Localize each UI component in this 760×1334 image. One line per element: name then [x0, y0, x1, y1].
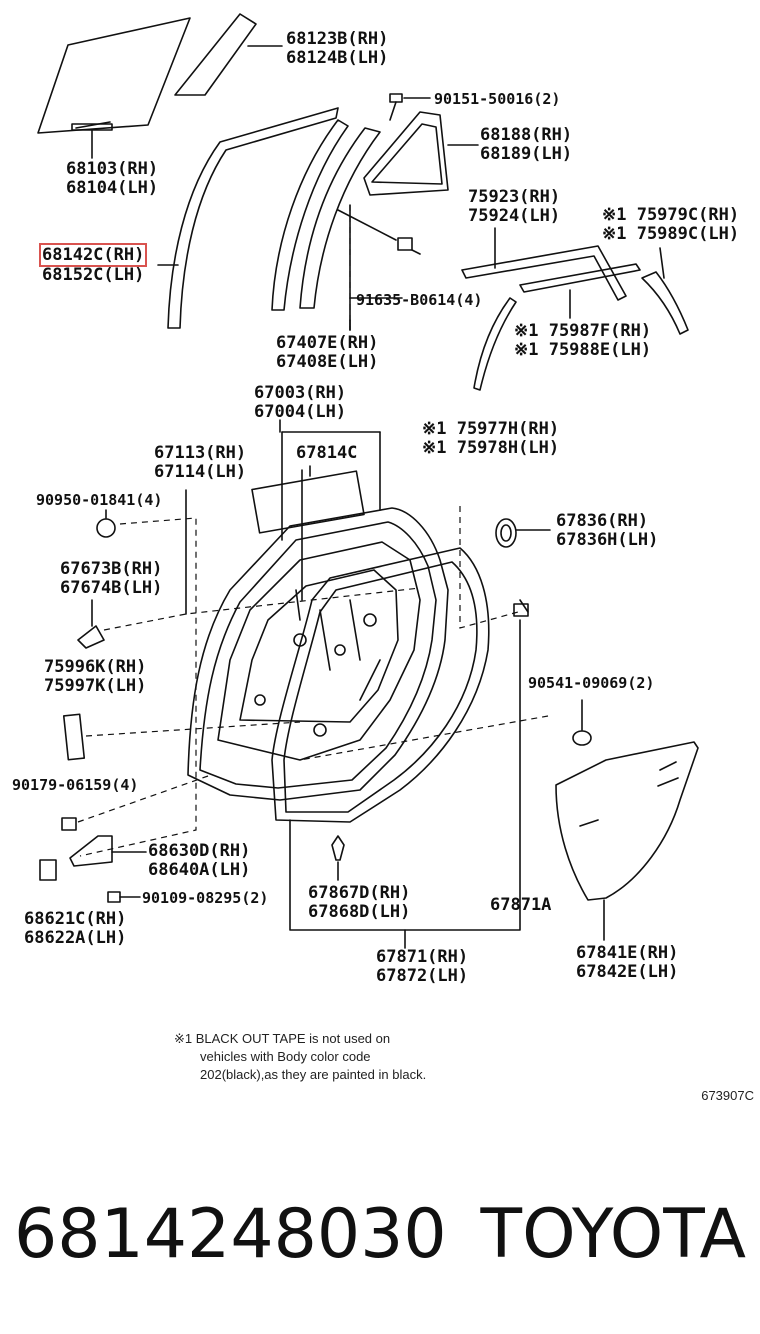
part-label-67871a[interactable]: 67871A: [490, 895, 552, 915]
tape-part: [473, 297, 517, 391]
footer: 6814248030 TOYOTA: [14, 1190, 746, 1280]
part-label-68188[interactable]: 68188(RH) 68189(LH): [480, 125, 573, 164]
hinge-part: [39, 817, 147, 903]
clip-part: [331, 835, 345, 881]
part-label-90109[interactable]: 90109-08295(2): [142, 889, 269, 907]
part-label-67003[interactable]: 67003(RH) 67004(LH): [254, 383, 347, 422]
door-panel-part: [187, 431, 449, 801]
part-label-68152c[interactable]: 68152C(LH): [42, 265, 145, 285]
part-label-90179[interactable]: 90179-06159(4): [12, 776, 139, 794]
part-label-75987f[interactable]: ※1 75987F(RH) ※1 75988E(LH): [514, 321, 652, 360]
brand-name: TOYOTA: [480, 1195, 746, 1274]
part-label-75996k[interactable]: 75996K(RH) 75997K(LH): [44, 657, 147, 696]
seal-part: [62, 713, 86, 761]
part-label-68621c[interactable]: 68621C(RH) 68622A(LH): [24, 909, 127, 948]
part-label-68123b[interactable]: 68123B(RH) 68124B(LH): [286, 29, 389, 68]
part-label-67814c[interactable]: 67814C: [296, 443, 358, 463]
part-label-67841e[interactable]: 67841E(RH) 67842E(LH): [576, 943, 679, 982]
weather-strip-part: [251, 470, 365, 534]
part-label-75923[interactable]: 75923(RH) 75924(LH): [468, 187, 561, 226]
part-number: 6814248030: [14, 1195, 447, 1274]
screw-part: [337, 209, 421, 299]
part-label-91635[interactable]: 91635-B0614(4): [356, 291, 483, 309]
trim-panel-part: [555, 741, 699, 941]
grommet-part: [495, 518, 551, 548]
tape-part: [641, 247, 689, 335]
part-label-67407e[interactable]: 67407E(RH) 67408E(LH): [276, 333, 379, 372]
part-label-67871[interactable]: 67871(RH) 67872(LH): [376, 947, 469, 986]
part-label-68142c-highlighted[interactable]: 68142C(RH): [39, 243, 148, 267]
run-channel-part: [157, 107, 339, 329]
door-seal-part: [271, 547, 521, 949]
quarter-window-part: [363, 111, 479, 196]
quarter-glass-part: [174, 13, 283, 96]
diagram-code: 673907C: [701, 1088, 754, 1103]
part-label-68103[interactable]: 68103(RH) 68104(LH): [66, 159, 159, 198]
bolt-part: [389, 93, 431, 121]
bracket-part: [77, 599, 105, 649]
moulding-part: [461, 227, 627, 301]
part-label-75977h[interactable]: ※1 75977H(RH) ※1 75978H(LH): [422, 419, 560, 458]
part-label-75979c[interactable]: ※1 75979C(RH) ※1 75989C(LH): [602, 205, 740, 244]
part-label-67113[interactable]: 67113(RH) 67114(LH): [154, 443, 247, 482]
part-label-67836[interactable]: 67836(RH) 67836H(LH): [556, 511, 659, 550]
part-label-68630d[interactable]: 68630D(RH) 68640A(LH): [148, 841, 251, 880]
highlight-box: 68142C(RH): [39, 243, 148, 267]
nut-part: [96, 509, 116, 538]
part-label-90950[interactable]: 90950-01841(4): [36, 491, 163, 509]
footnote-line: 202(black),as they are painted in black.: [200, 1067, 427, 1082]
tape-part: [519, 263, 641, 319]
part-label-90541[interactable]: 90541-09069(2): [528, 674, 655, 692]
footnote: ※1 BLACK OUT TAPE is not used on vehicle…: [174, 1030, 504, 1084]
parts-diagram: [37, 13, 699, 949]
footnote-line: ※1 BLACK OUT TAPE is not used on: [174, 1031, 391, 1046]
clip-part: [513, 599, 592, 746]
footnote-line: vehicles with Body color code: [200, 1049, 371, 1064]
door-glass-part: [37, 17, 191, 159]
part-label-67867d[interactable]: 67867D(RH) 67868D(LH): [308, 883, 411, 922]
part-label-90151[interactable]: 90151-50016(2): [434, 90, 561, 108]
part-label-67673b[interactable]: 67673B(RH) 67674B(LH): [60, 559, 163, 598]
